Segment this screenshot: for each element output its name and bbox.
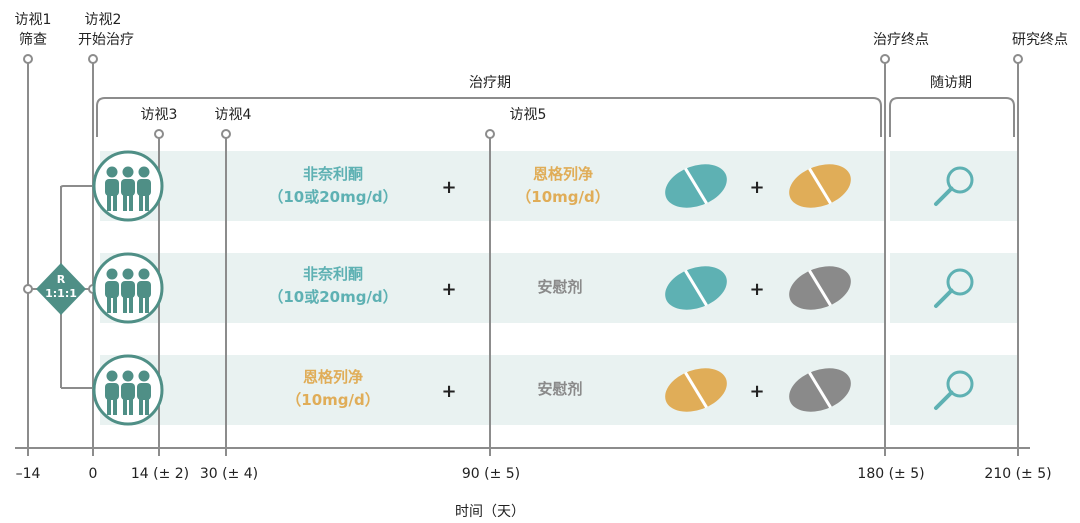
treatment-period-label: 治疗期 <box>469 75 511 91</box>
treatment-end-label: 治疗终点 <box>873 32 929 48</box>
randomization-r: R <box>57 273 66 286</box>
visit-1-marker <box>23 54 33 64</box>
arm-2-pill-plus: + <box>749 279 764 300</box>
arm-band-3 <box>100 355 885 425</box>
followup-period-label: 随访期 <box>930 75 972 91</box>
patient-group-icon <box>92 252 164 324</box>
teal-pill-icon <box>665 266 727 310</box>
teal-pill-icon <box>665 164 727 208</box>
visit-3-marker <box>154 129 164 139</box>
visit-3-label: 访视3 <box>141 107 178 123</box>
axis-label: 时间（天） <box>455 504 525 520</box>
arm-2-plus: + <box>441 279 456 300</box>
tick-day-14: 14 (± 2) <box>131 466 189 482</box>
arm-1-plus: + <box>441 177 456 198</box>
screening-node <box>23 284 33 294</box>
followup-period-bracket <box>889 97 1015 137</box>
tick-day-90: 90 (± 5) <box>462 466 520 482</box>
visit-1-label: 访视1 <box>15 12 52 28</box>
arm-1-drug-b: 恩格列净 <box>533 165 593 183</box>
visit-4-marker <box>221 129 231 139</box>
arm-band-1 <box>100 151 885 221</box>
arm-2-drug-b: 安慰剂 <box>537 278 582 296</box>
randomization-ratio: 1:1:1 <box>45 287 77 300</box>
treatment-period-bracket <box>96 97 882 137</box>
visit-2-sublabel: 开始治疗 <box>78 32 134 48</box>
study-end-marker <box>1013 54 1023 64</box>
followup-band-2 <box>890 253 1018 323</box>
arm-texts: 非奈利酮 （10或20mg/d） + 恩格列净 （10mg/d） + 非奈利酮 … <box>268 165 764 409</box>
tick-day-180: 180 (± 5) <box>857 466 924 482</box>
arm-3-plus: + <box>441 381 456 402</box>
visit-2-label: 访视2 <box>85 12 122 28</box>
arm-2-drug-a-dose: （10或20mg/d） <box>268 288 397 306</box>
magnifier-icons <box>934 166 974 410</box>
magnifier-icon <box>934 166 974 206</box>
arm-1-drug-a-dose: （10或20mg/d） <box>268 188 397 206</box>
arm-3-drug-a: 恩格列净 <box>303 368 363 386</box>
arm-3-drug-b: 安慰剂 <box>537 380 582 398</box>
visit-markers <box>23 54 1023 294</box>
connector-arm-1 <box>60 185 92 189</box>
tick-day-210: 210 (± 5) <box>984 466 1051 482</box>
tick-day-0: 0 <box>89 466 98 482</box>
tick-day-30: 30 (± 4) <box>200 466 258 482</box>
followup-band-1 <box>890 151 1018 221</box>
patient-group-icon <box>92 150 164 222</box>
arm-3-pill-plus: + <box>749 381 764 402</box>
tick-day-minus14: –14 <box>16 466 41 482</box>
arm-band-2 <box>100 253 885 323</box>
arm-3-drug-a-dose: （10mg/d） <box>286 391 379 409</box>
gray-pill-icon <box>789 266 851 310</box>
randomization-diamond: R 1:1:1 <box>36 263 86 315</box>
magnifier-icon <box>934 268 974 308</box>
visit-1-sublabel: 筛查 <box>19 32 47 48</box>
visit-2-marker <box>88 54 98 64</box>
magnifier-icon <box>934 370 974 410</box>
visit-5-label: 访视5 <box>510 107 547 123</box>
gold-pill-icon <box>665 368 727 412</box>
gold-pill-icon <box>789 164 851 208</box>
visit-4-label: 访视4 <box>215 107 252 123</box>
group-icons <box>92 150 164 426</box>
study-end-label: 研究终点 <box>1012 32 1068 48</box>
patient-group-icon <box>92 354 164 426</box>
arm-1-pill-plus: + <box>749 177 764 198</box>
followup-band-3 <box>890 355 1018 425</box>
arm-2-drug-a: 非奈利酮 <box>303 265 363 283</box>
visit-5-marker <box>485 129 495 139</box>
treatment-end-marker <box>880 54 890 64</box>
arm-1-drug-b-dose: （10mg/d） <box>516 188 609 206</box>
gray-pill-icon <box>789 368 851 412</box>
arm-1-drug-a: 非奈利酮 <box>303 165 363 183</box>
pill-icons <box>665 164 851 412</box>
